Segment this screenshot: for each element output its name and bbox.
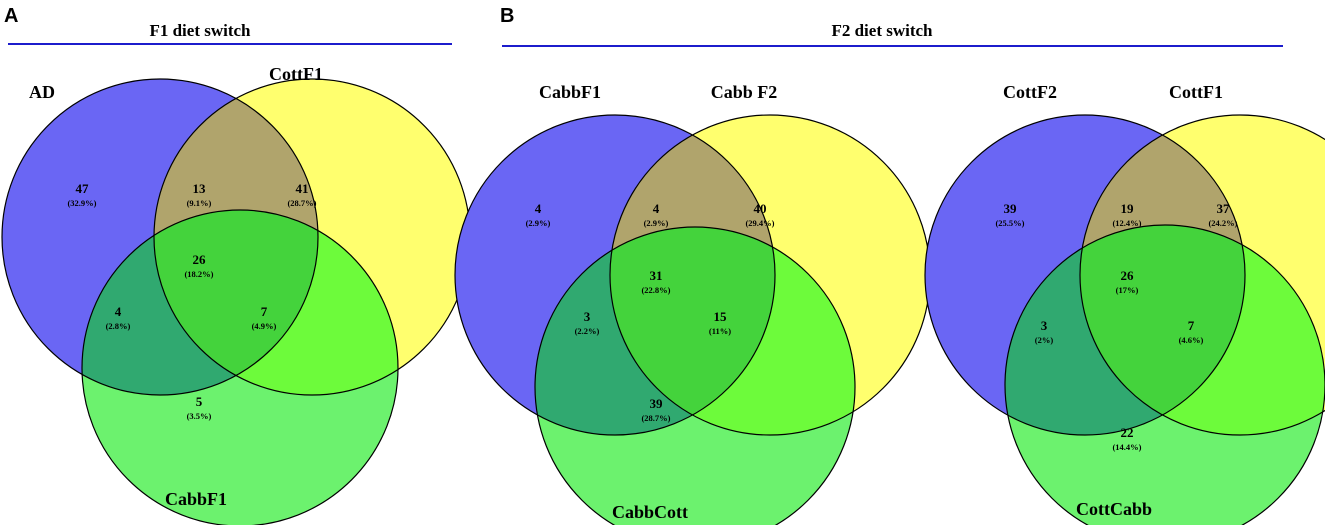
venn-3-count-ab: 19 (1121, 201, 1135, 216)
venn-3-pct-ac: (2%) (1035, 335, 1054, 345)
venn-3-pct-abc: (17%) (1116, 285, 1139, 295)
venn-1-count-a: 47 (76, 181, 90, 196)
venn-2-pct-c: (28.7%) (641, 413, 670, 423)
venn-2-count-ab: 4 (653, 201, 660, 216)
venn-3-pct-b: (24.2%) (1208, 218, 1237, 228)
venn-1-count-abc: 26 (193, 252, 207, 267)
venn-2-count-c: 39 (650, 396, 664, 411)
venn-3-pct-bc: (4.6%) (1179, 335, 1204, 345)
venn-2: CabbF1 Cabb F2 CabbCott 4 (2.9%) 4 (2.9%… (454, 82, 931, 525)
venn-3-count-c: 22 (1121, 425, 1134, 440)
venn-2-set-c-outline (534, 226, 856, 525)
panel-title-f2: F2 diet switch (831, 21, 933, 40)
venn-1-set-a-outline (1, 78, 319, 396)
venn-1: AD CottF1 CabbF1 47 (32.9%) 13 (9.1%) 41… (1, 64, 471, 525)
venn-3-pct-c: (14.4%) (1112, 442, 1141, 452)
venn-2-count-ac: 3 (584, 309, 591, 324)
venn-2-pct-a: (2.9%) (526, 218, 551, 228)
venn-1-pct-c: (3.5%) (187, 411, 212, 421)
venn-2-label-a: CabbF1 (539, 82, 601, 102)
venn-3-count-a: 39 (1004, 201, 1018, 216)
venn-1-pct-b: (28.7%) (287, 198, 316, 208)
venn-2-count-bc: 15 (714, 309, 728, 324)
venn-1-count-bc: 7 (261, 304, 268, 319)
venn-1-pct-abc: (18.2%) (184, 269, 213, 279)
venn-1-pct-ab: (9.1%) (187, 198, 212, 208)
venn-3: CottF2 CottF1 CottCabb 39 (25.5%) 19 (12… (924, 82, 1325, 525)
venn-1-count-ac: 4 (115, 304, 122, 319)
panel-letter-b: B (500, 5, 514, 27)
venn-2-set-a-outline (454, 114, 776, 436)
venn-3-count-abc: 26 (1121, 268, 1135, 283)
venn-2-pct-abc: (22.8%) (641, 285, 670, 295)
panel-letter-a: A (4, 5, 18, 27)
venn-2-pct-ac: (2.2%) (575, 326, 600, 336)
venn-3-set-b-outline (1079, 114, 1325, 436)
venn-2-count-b: 40 (754, 201, 767, 216)
venn-2-pct-ab: (2.9%) (644, 218, 669, 228)
venn-2-pct-bc: (11%) (709, 326, 731, 336)
venn-2-count-abc: 31 (650, 268, 663, 283)
venn-2-label-c: CabbCott (612, 502, 688, 522)
venn-1-pct-bc: (4.9%) (252, 321, 277, 331)
venn-3-abc-region (1080, 225, 1245, 435)
venn-3-label-a: CottF2 (1003, 82, 1057, 102)
venn-1-count-c: 5 (196, 394, 203, 409)
venn-1-count-b: 41 (296, 181, 309, 196)
venn-3-label-b: CottF1 (1169, 82, 1223, 102)
venn-1-count-ab: 13 (193, 181, 207, 196)
venn-1-pct-ac: (2.8%) (106, 321, 131, 331)
venn-3-label-c: CottCabb (1076, 499, 1152, 519)
venn-1-set-c-outline (81, 209, 399, 525)
venn-2-pct-b: (29.4%) (745, 218, 774, 228)
venn-2-abc-region (610, 227, 775, 435)
venn-1-label-b: CottF1 (269, 64, 323, 84)
venn-1-pct-a: (32.9%) (67, 198, 96, 208)
venn-3-set-a-outline (924, 114, 1246, 436)
panel-title-f1: F1 diet switch (149, 21, 251, 40)
venn-3-count-b: 37 (1217, 201, 1231, 216)
venn-3-pct-ab: (12.4%) (1112, 218, 1141, 228)
venn-3-pct-a: (25.5%) (995, 218, 1024, 228)
venn-3-count-ac: 3 (1041, 318, 1048, 333)
venn-3-count-bc: 7 (1188, 318, 1195, 333)
venn-1-label-a: AD (29, 82, 55, 102)
venn-3-set-c-outline (1004, 224, 1325, 525)
venn-1-label-c: CabbF1 (165, 489, 227, 509)
venn-2-label-b: Cabb F2 (711, 82, 778, 102)
venn-2-count-a: 4 (535, 201, 542, 216)
